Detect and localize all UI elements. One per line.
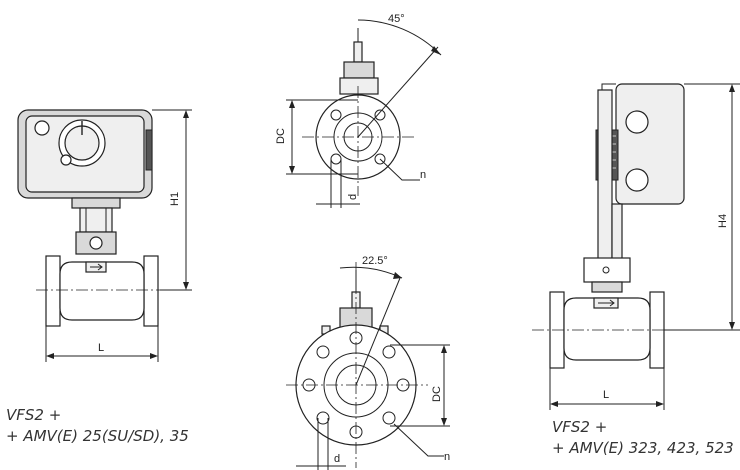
bottom-flange-view: 22.5° DC d n	[286, 255, 450, 470]
left-caption-line2: + AMV(E) 25(SU/SD), 35	[6, 427, 189, 445]
right-valve-actuator-assembly: H4 L VFS2 + + AMV(E) 323, 423, 523	[532, 83, 740, 457]
left-yoke	[71, 197, 121, 255]
d-bottom-label: d	[334, 453, 340, 465]
right-l-dimension: L	[549, 368, 665, 410]
angle-45-label: 45°	[388, 13, 405, 25]
left-l-dimension: L	[45, 326, 159, 362]
right-caption-line1: VFS2 +	[552, 418, 607, 436]
h4-dimension: H4	[664, 83, 740, 331]
right-yoke	[583, 89, 631, 293]
dc-top-label: DC	[275, 128, 287, 144]
n-bottom-label: n	[444, 451, 450, 463]
left-l-label: L	[98, 342, 104, 354]
right-caption-line2: + AMV(E) 323, 423, 523	[552, 439, 734, 457]
angle-22-5-label: 22.5°	[362, 255, 388, 267]
right-l-label: L	[603, 389, 609, 401]
h1-dimension: H1	[152, 109, 192, 291]
left-caption-line1: VFS2 +	[6, 406, 61, 424]
h1-label: H1	[169, 192, 181, 206]
dc-bottom-label: DC	[431, 386, 443, 402]
n-top-label: n	[420, 169, 426, 181]
top-flange-view: 45° DC d n	[275, 13, 442, 208]
h4-label: H4	[717, 214, 729, 228]
left-valve-body	[45, 255, 159, 327]
left-actuator	[17, 109, 153, 199]
d-top-label: d	[347, 194, 359, 200]
left-valve-actuator-assembly: H1 L VFS2 + + AMV(E) 25(SU/SD), 35	[6, 109, 192, 445]
